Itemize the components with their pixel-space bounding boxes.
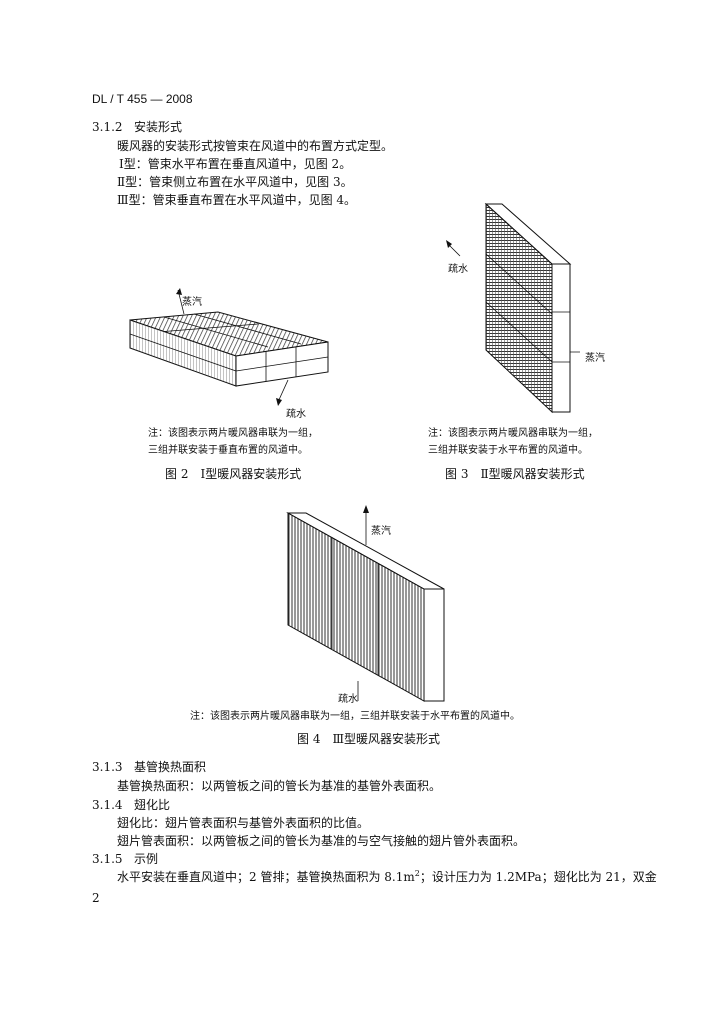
section-number: 3.1.5 — [92, 852, 123, 866]
figure-3-caption: 图 3 Ⅱ型暖风器安装形式 — [445, 467, 585, 481]
figure-3-diagram — [446, 202, 580, 414]
section-line: Ⅲ型：管束垂直布置在水平风道中，见图 4。 — [117, 193, 357, 207]
section-line: 基管换热面积：以两管板之间的管长为基准的基管外表面积。 — [117, 779, 442, 793]
figure-4-water-label: 疏水 — [338, 694, 358, 705]
section-line: 翅化比：翅片管表面积与基管外表面积的比值。 — [117, 816, 370, 830]
figure-4-note: 注：该图表示两片暖风器串联为一组，三组并联安装于水平布置的风道中。 — [190, 711, 520, 722]
section-number: 3.1.2 — [92, 120, 123, 134]
figure-3-note-line-2: 三组并联安装于水平布置的风道中。 — [428, 445, 588, 456]
figure-2-steam-label: 蒸汽 — [182, 297, 202, 308]
figure-3-note-line-1: 注：该图表示两片暖风器串联为一组， — [428, 428, 598, 439]
page-number: 2 — [92, 891, 100, 905]
figure-2-note-line-1: 注：该图表示两片暖风器串联为一组， — [148, 428, 318, 439]
section-3-1-2-heading: 3.1.2 安装形式 — [92, 118, 182, 135]
section-title: 示例 — [134, 852, 159, 866]
figure-4-steam-label: 蒸汽 — [371, 526, 391, 537]
section-line: Ⅱ型：管束侧立布置在水平风道中，见图 3。 — [117, 175, 353, 189]
section-example-line: 水平安装在垂直风道中；2 管排；基管换热面积为 8.1m2；设计压力为 1.2M… — [117, 868, 657, 885]
section-3-1-3-heading: 3.1.3 基管换热面积 — [92, 758, 206, 775]
example-text-a: 水平安装在垂直风道中；2 管排；基管换热面积为 8.1m — [117, 870, 415, 884]
section-3-1-5-heading: 3.1.5 示例 — [92, 850, 158, 867]
figure-3-steam-label: 蒸汽 — [585, 353, 605, 364]
document-id: DL / T 455 — 2008 — [92, 92, 193, 106]
section-3-1-4-heading: 3.1.4 翅化比 — [92, 796, 170, 813]
section-number: 3.1.3 — [92, 760, 123, 774]
example-text-b: ；设计压力为 1.2MPa；翅化比为 21，双金 — [419, 870, 657, 884]
figure-3-water-label: 疏水 — [448, 264, 468, 275]
section-line: Ⅰ型：管束水平布置在垂直风道中，见图 2。 — [119, 157, 352, 171]
section-line: 翅片管表面积：以两管板之间的管长为基准的与空气接触的翅片管外表面积。 — [117, 834, 526, 848]
section-title: 基管换热面积 — [134, 760, 207, 774]
figure-4-caption: 图 4 Ⅲ型暖风器安装形式 — [297, 732, 441, 746]
figure-2-caption: 图 2 Ⅰ型暖风器安装形式 — [165, 467, 302, 481]
figure-2-diagram — [129, 288, 329, 406]
figure-2-note-line-2: 三组并联安装于垂直布置的风道中。 — [148, 445, 308, 456]
section-number: 3.1.4 — [92, 798, 123, 812]
superscript: 2 — [414, 869, 420, 878]
figure-4-diagram — [286, 505, 445, 702]
figure-2-water-label: 疏水 — [286, 409, 306, 420]
section-title: 安装形式 — [134, 120, 183, 134]
section-title: 翅化比 — [134, 798, 171, 812]
section-line: 暖风器的安装形式按管束在风道中的布置方式定型。 — [117, 139, 394, 153]
